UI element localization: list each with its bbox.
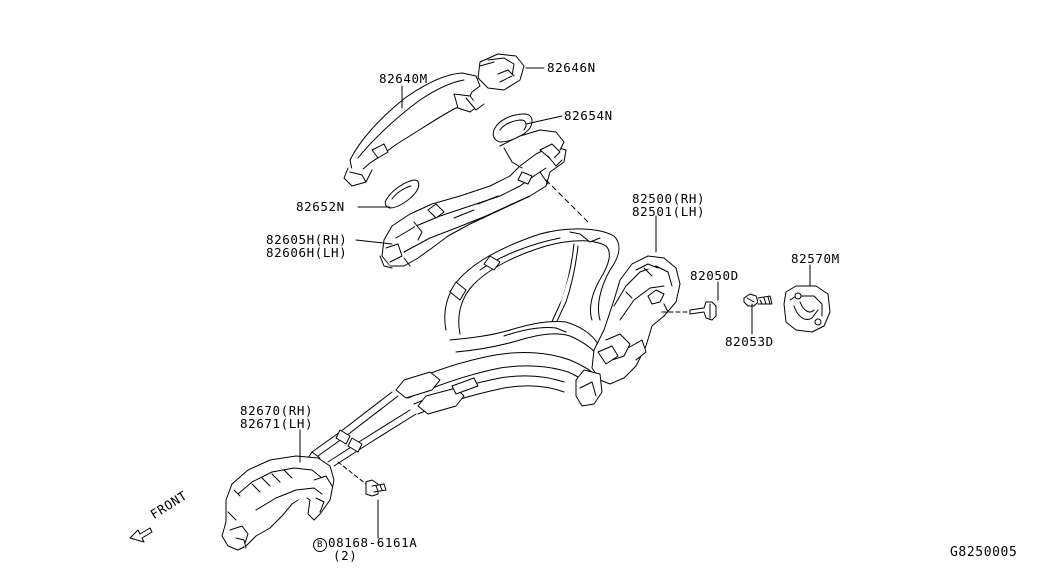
door-lock-actuator-82500 [576, 256, 680, 406]
bolt-marker-circle: B [313, 538, 327, 552]
handle-frame-82605h [380, 130, 566, 268]
label-82570m: 82570M [791, 251, 840, 266]
label-82605h: 82605H(RH) [266, 232, 348, 247]
label-82670: 82670(RH) [240, 403, 314, 418]
label-82654n: 82654N [564, 108, 613, 123]
gasket-82654n [493, 114, 532, 142]
screw-82050d [690, 302, 716, 320]
diagram-code: G8250005 [950, 545, 1018, 560]
rod-cable-assembly [308, 229, 619, 466]
dashed-guide-frame-lock [546, 180, 588, 222]
dashed-guide-bolt [338, 462, 366, 484]
label-82606h: 82606H(LH) [266, 245, 348, 260]
label-82640m: 82640M [379, 71, 428, 86]
gasket-82652n [385, 180, 419, 208]
bolt-08168-6161a [366, 480, 386, 496]
striker-82570m [784, 286, 830, 332]
label-82053d: 82053D [725, 334, 774, 349]
front-arrow-icon [130, 528, 152, 542]
label-82501: 82501(LH) [632, 204, 706, 219]
bolt-part-number: 08168-6161A [328, 535, 418, 550]
label-82050d: 82050D [690, 268, 739, 283]
label-82646n: 82646N [547, 60, 596, 75]
leader-lines [300, 68, 810, 538]
label-82500: 82500(RH) [632, 191, 706, 206]
label-82671: 82671(LH) [240, 416, 314, 431]
inside-handle-82670 [222, 456, 334, 550]
label-bolt-qty: (2) [333, 548, 358, 563]
label-82652n: 82652N [296, 199, 345, 214]
escutcheon-82646n [478, 54, 524, 90]
screw-82053d [744, 294, 772, 306]
outside-handle-82640m [344, 73, 484, 186]
